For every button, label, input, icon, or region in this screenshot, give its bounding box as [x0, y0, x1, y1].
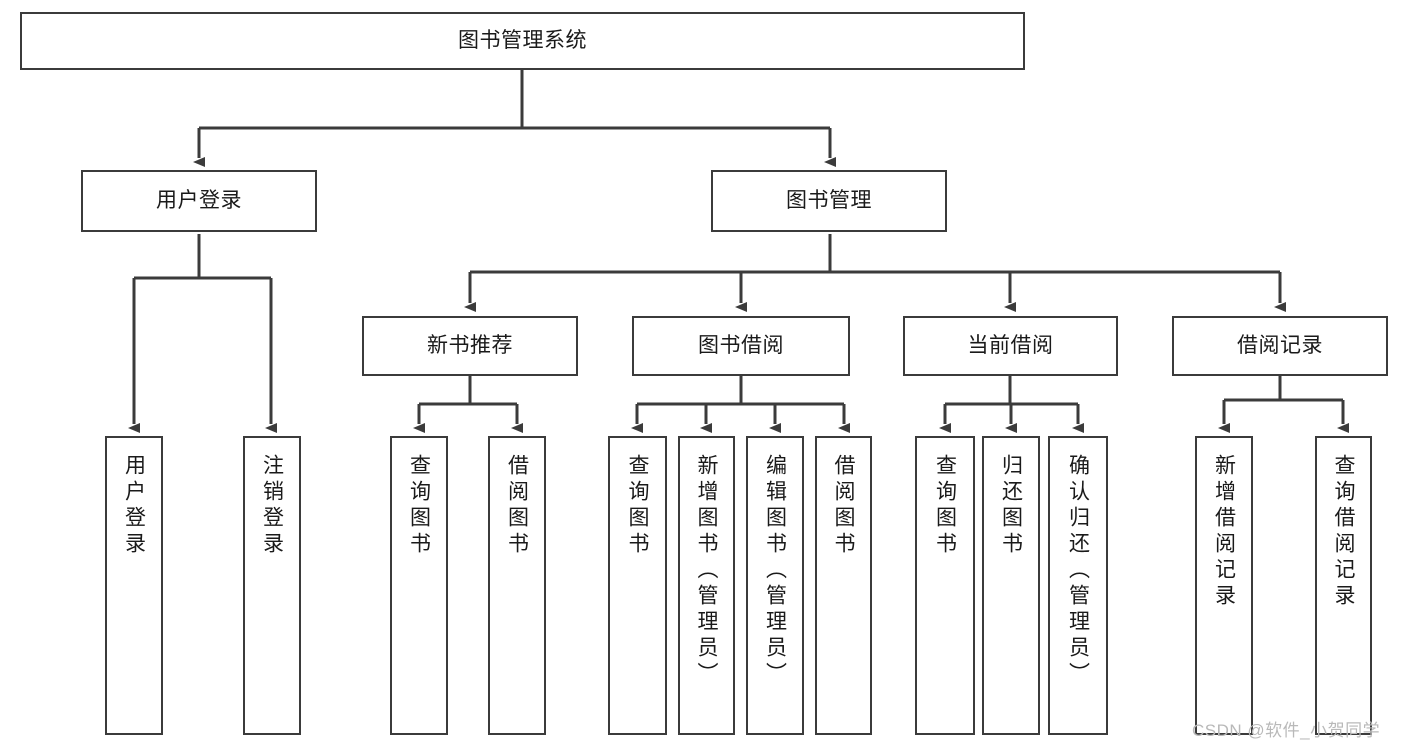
leaf-borrow-book-2[interactable]: 借阅图书 [815, 436, 872, 735]
leaf-label: 注销登录 [260, 454, 284, 558]
leaf-label: 查询借阅记录 [1332, 454, 1355, 610]
leaf-label: 编辑图书（管理员） [763, 454, 787, 688]
leaf-add-borrow-record[interactable]: 新增借阅记录 [1195, 436, 1253, 735]
leaf-label: 查询图书 [407, 454, 431, 558]
leaf-label: 用户登录 [122, 454, 146, 558]
leaf-borrow-book-1[interactable]: 借阅图书 [488, 436, 546, 735]
leaf-label: 归还图书 [999, 454, 1023, 558]
node-book-management[interactable]: 图书管理 [711, 170, 947, 232]
node-borrow-record[interactable]: 借阅记录 [1172, 316, 1388, 376]
leaf-return-book[interactable]: 归还图书 [982, 436, 1040, 735]
node-current-borrow[interactable]: 当前借阅 [903, 316, 1118, 376]
leaf-label: 新增图书（管理员） [695, 454, 718, 688]
leaf-confirm-return[interactable]: 确认归还（管理员） [1048, 436, 1108, 735]
node-root-system[interactable]: 图书管理系统 [20, 12, 1025, 70]
leaf-query-book-3[interactable]: 查询图书 [915, 436, 975, 735]
leaf-label: 借阅图书 [832, 454, 855, 558]
leaf-label: 借阅图书 [505, 454, 529, 558]
node-user-login[interactable]: 用户登录 [81, 170, 317, 232]
leaf-label: 新增借阅记录 [1212, 454, 1236, 610]
node-book-borrow[interactable]: 图书借阅 [632, 316, 850, 376]
leaf-label: 确认归还（管理员） [1066, 454, 1090, 688]
leaf-add-book[interactable]: 新增图书（管理员） [678, 436, 735, 735]
csdn-watermark: CSDN @软件_小贺同学 [1192, 721, 1381, 740]
leaf-query-book-2[interactable]: 查询图书 [608, 436, 667, 735]
node-new-book-recommend[interactable]: 新书推荐 [362, 316, 578, 376]
leaf-edit-book[interactable]: 编辑图书（管理员） [746, 436, 804, 735]
leaf-query-borrow-record[interactable]: 查询借阅记录 [1315, 436, 1372, 735]
leaf-logout-login[interactable]: 注销登录 [243, 436, 301, 735]
leaf-label: 查询图书 [933, 454, 957, 558]
leaf-label: 查询图书 [626, 454, 649, 558]
leaf-user-login[interactable]: 用户登录 [105, 436, 163, 735]
leaf-query-book-1[interactable]: 查询图书 [390, 436, 448, 735]
